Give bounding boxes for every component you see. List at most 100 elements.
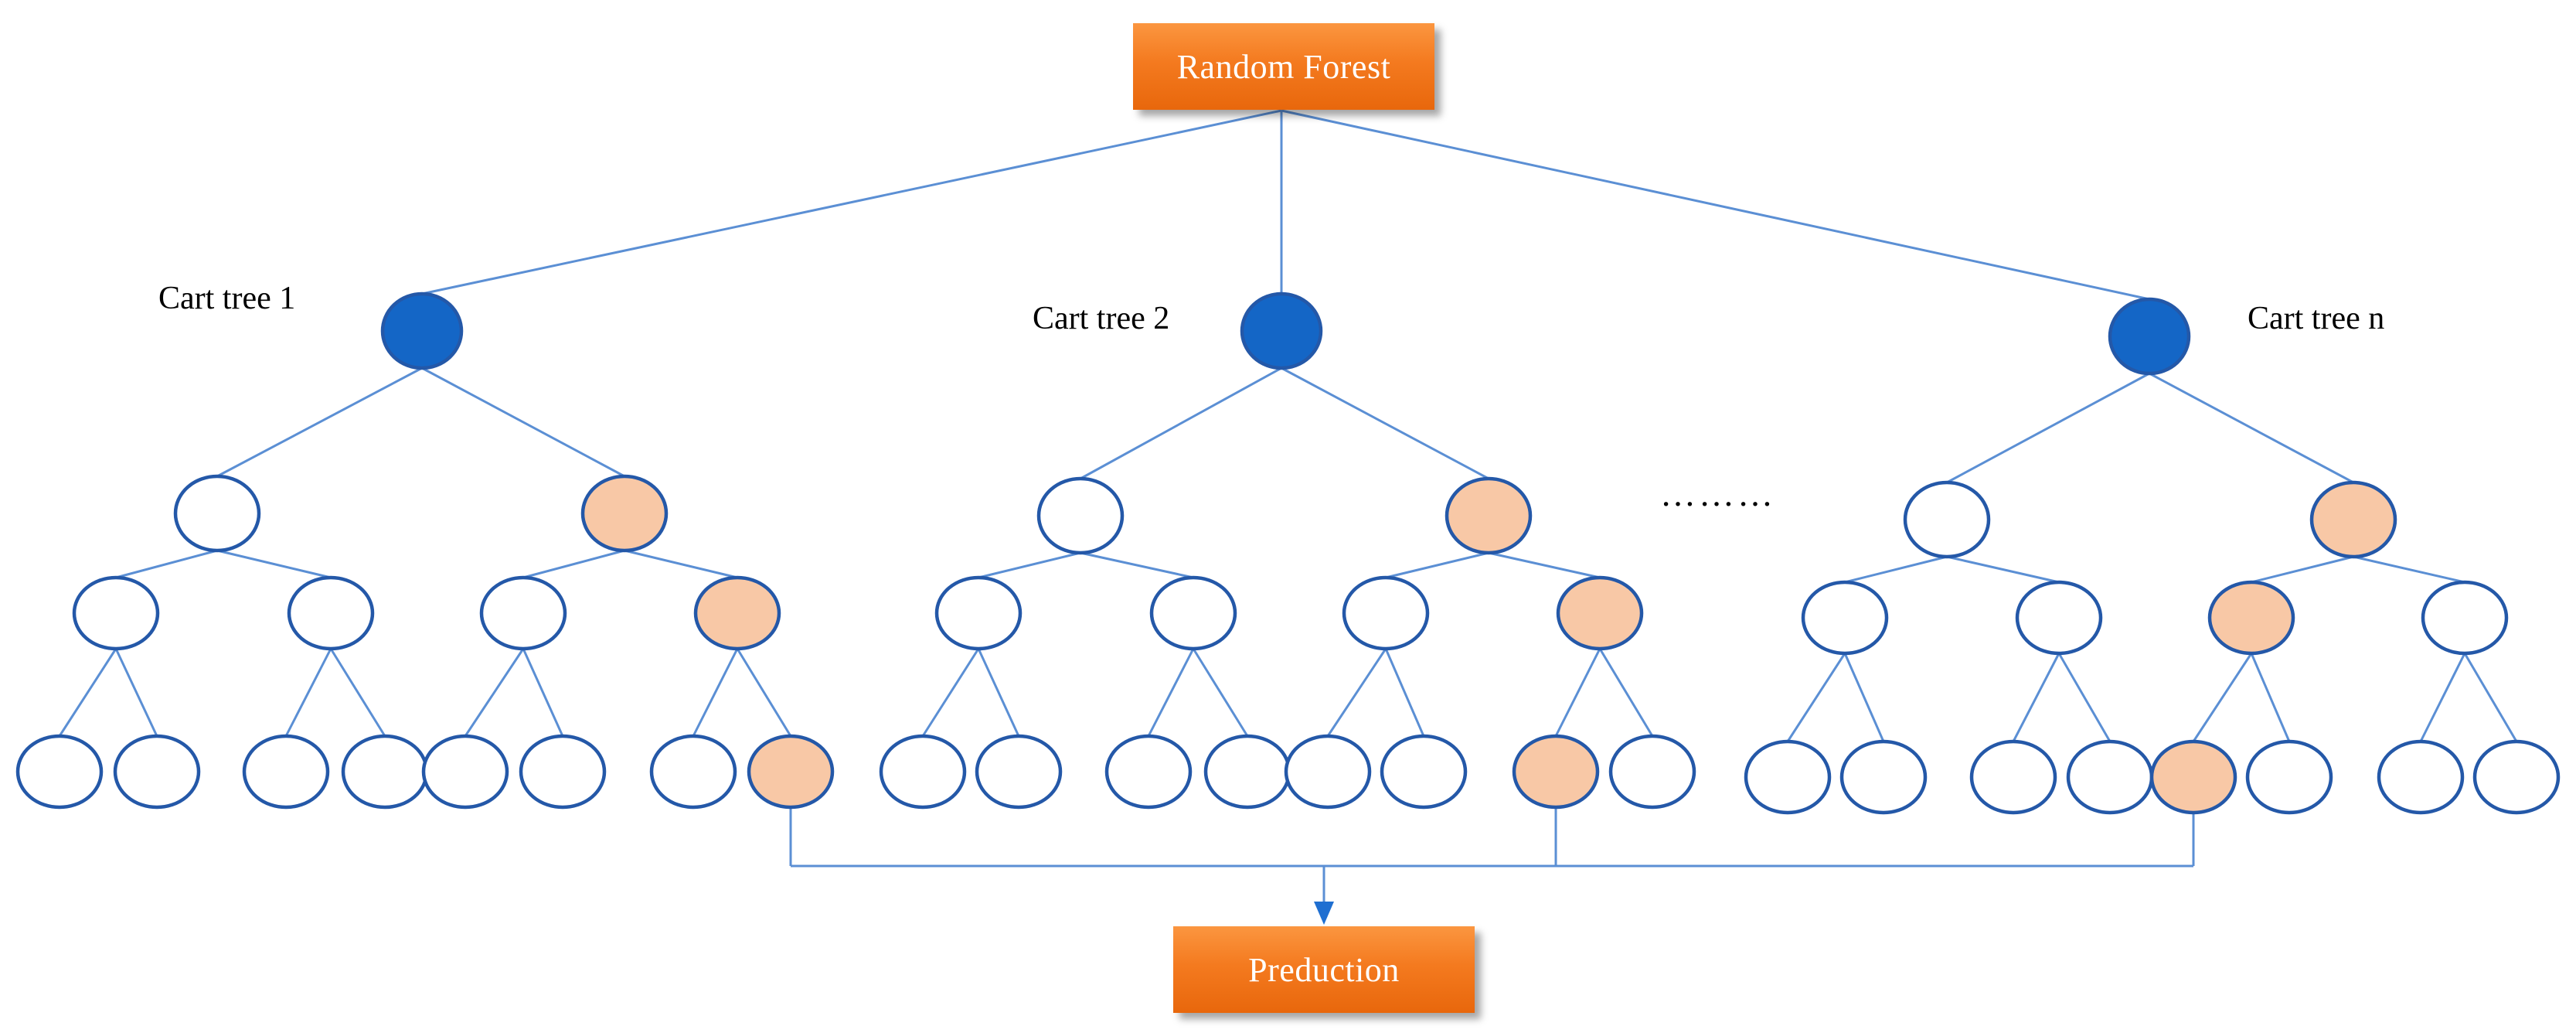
tree-3-edge-l3-3 (2057, 653, 2112, 742)
tree-2-edge-l2-2 (1385, 551, 1489, 579)
tree-3-leaf-0 (1744, 739, 1832, 815)
tree-2-leaf-4 (1284, 734, 1372, 810)
tree-1-edge-l3-2 (284, 648, 332, 737)
tree-3-node-l2-0 (1801, 580, 1889, 656)
tree-2-leaf-0 (879, 734, 967, 810)
tree-3-leaf-6 (2377, 739, 2465, 815)
prediction-label: Preduction (1248, 950, 1400, 989)
tree-1-edge-l2-0 (115, 549, 218, 579)
tree-1-node-l2-2 (479, 575, 567, 651)
tree-1-leaf-2 (242, 734, 330, 810)
tree-2-leaf-5 (1380, 734, 1468, 810)
more-trees-ellipsis: ……… (1660, 474, 1776, 513)
tree-2-leaf-1 (975, 734, 1063, 810)
tree-2-edge-l1-0 (1080, 366, 1282, 480)
tree-1-leaf-3 (341, 734, 429, 810)
prediction-arrowhead (1314, 902, 1334, 925)
tree-1-leaf-1 (113, 734, 201, 810)
tree-2-leaf-3 (1203, 734, 1291, 810)
tree-1-leaf-4 (421, 734, 509, 810)
tree-3-leaf-1 (1839, 739, 1928, 815)
tree-1-edge-l3-1 (114, 648, 158, 737)
tree-3-edge-l3-1 (1843, 653, 1885, 742)
tree-1-edge-l2-2 (522, 549, 625, 579)
tree-2-node-l2-3-selected (1556, 575, 1644, 651)
tree-3-edge-l1-1 (2149, 372, 2354, 484)
tree-2-edge-l2-1 (1080, 551, 1194, 579)
tree-3-edge-l2-2 (2251, 555, 2354, 584)
tree-1-node-l2-0 (72, 575, 160, 651)
tree-3-edge-l3-5 (2250, 653, 2291, 742)
tree-1-leaf-0 (15, 734, 104, 810)
tree-1-node-l1-0 (173, 474, 261, 553)
tree-3-node-l2-2-selected (2207, 580, 2295, 656)
tree-2-leaf-7 (1608, 734, 1696, 810)
tree-2-edge-l3-2 (1147, 648, 1195, 737)
tree-1-leaf-6 (649, 734, 737, 810)
tree-3-leaf-3 (2066, 739, 2154, 815)
random-forest-title: Random Forest (1176, 47, 1391, 86)
tree-2-node-l1-1-selected (1445, 476, 1533, 555)
tree-2-edge-l3-7 (1598, 648, 1654, 737)
tree-2-leaf-6-selected (1512, 734, 1600, 810)
tree-3-leaf-2 (1969, 739, 2057, 815)
tree-3-edge-l3-4 (2192, 653, 2253, 742)
tree-2-edge-l1-1 (1281, 366, 1489, 480)
tree-3-edge-l2-0 (1844, 555, 1948, 584)
tree-2-node-l2-2 (1342, 575, 1430, 651)
tree-3-leaf-7 (2472, 739, 2561, 815)
tree-2-edge-l3-6 (1554, 648, 1601, 737)
tree-3-edge-l2-3 (2353, 555, 2465, 584)
random-forest-box: Random Forest (1133, 23, 1434, 110)
tree-1-node-l2-1 (287, 575, 375, 651)
tree-1-edge-l3-6 (692, 648, 739, 737)
tree-3-leaf-5 (2245, 739, 2333, 815)
tree-1-edge-l3-3 (329, 648, 386, 737)
tree-2-edge-l3-4 (1326, 648, 1387, 737)
tree-2-edge-l3-1 (977, 648, 1020, 737)
tree-3-edge-l3-7 (2463, 653, 2518, 742)
tree-1-edge-l3-7 (736, 648, 792, 737)
tree-1-edge-l1-0 (216, 366, 423, 478)
tree-1-node-l2-3-selected (693, 575, 781, 651)
prediction-box: Preduction (1173, 926, 1475, 1013)
tree-1-edge-l2-3 (624, 549, 738, 579)
forest-to-tree-1-edge (421, 109, 1282, 295)
tree-1-root-node (380, 291, 464, 370)
tree-2-node-l2-1 (1149, 575, 1237, 651)
tree-1-edge-l3-5 (522, 648, 564, 737)
tree-3-node-l1-0 (1903, 480, 1991, 559)
tree-3-edge-l1-0 (1946, 372, 2150, 484)
tree-2-edge-l3-5 (1384, 648, 1425, 737)
tree-1-node-l1-1-selected (580, 474, 669, 553)
cart-tree-1-label: Cart tree 1 (158, 281, 296, 316)
forest-to-tree-3-edge (1281, 109, 2150, 301)
tree-2-node-l2-0 (934, 575, 1023, 651)
tree-3-node-l2-1 (2015, 580, 2103, 656)
tree-2-edge-l2-3 (1488, 551, 1601, 579)
cart-tree-n-label: Cart tree n (2248, 301, 2385, 336)
tree-1-edge-l2-1 (216, 549, 332, 579)
tree-1-edge-l1-1 (421, 366, 625, 478)
tree-3-edge-l3-6 (2419, 653, 2466, 742)
tree-3-node-l2-3 (2421, 580, 2509, 656)
tree-1-leaf-7-selected (747, 734, 835, 810)
tree-2-edge-l3-3 (1192, 648, 1249, 737)
tree-1-leaf-5 (519, 734, 607, 810)
tree-2-leaf-2 (1104, 734, 1193, 810)
tree-3-leaf-4-selected (2149, 739, 2237, 815)
tree-1-edge-l3-4 (464, 648, 525, 737)
cart-tree-2-label: Cart tree 2 (1033, 301, 1170, 336)
tree-2-edge-l2-0 (978, 551, 1081, 579)
edges-layer (58, 109, 2518, 925)
tree-3-edge-l3-0 (1786, 653, 1846, 742)
tree-2-node-l1-0 (1036, 476, 1125, 555)
nodes-layer (15, 291, 2561, 815)
tree-3-edge-l2-1 (1946, 555, 2060, 584)
tree-2-root-node (1240, 291, 1323, 370)
tree-3-node-l1-1-selected (2309, 480, 2397, 559)
tree-1-edge-l3-0 (58, 648, 117, 737)
tree-2-edge-l3-0 (921, 648, 980, 737)
tree-3-root-node (2108, 297, 2191, 376)
